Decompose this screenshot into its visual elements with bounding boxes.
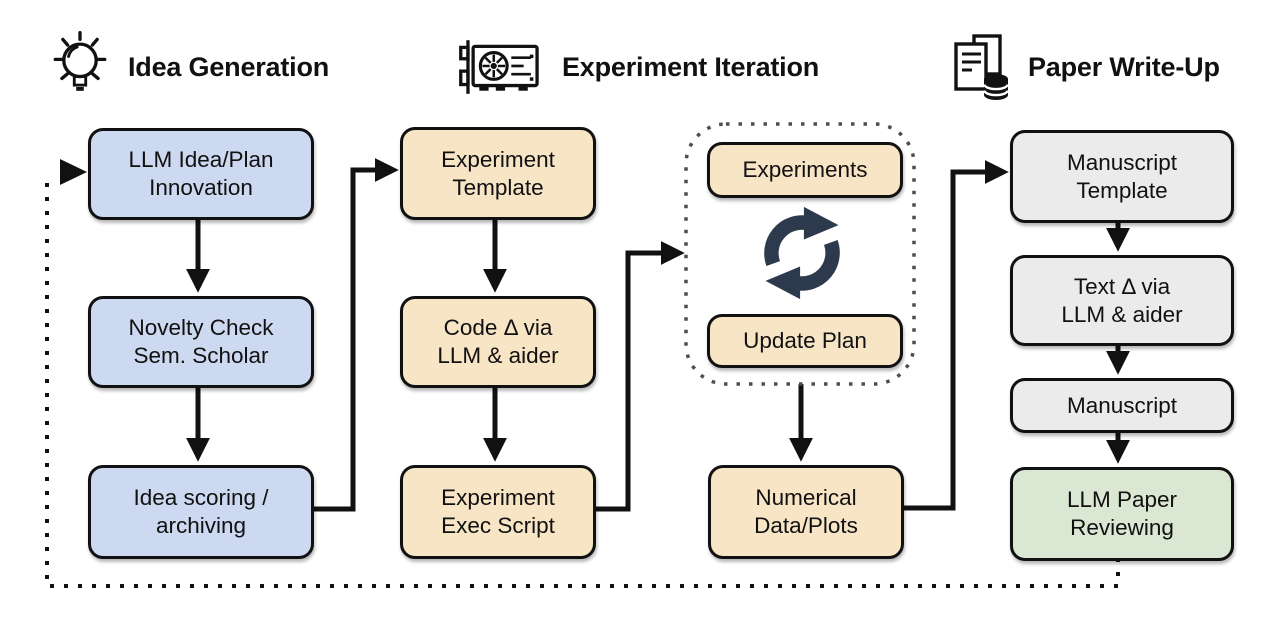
lightbulb-icon [48, 27, 112, 107]
box-manuscript-template: Manuscript Template [1010, 130, 1234, 223]
section-header-paper-write-up: Paper Write-Up [950, 28, 1220, 106]
box-update-plan: Update Plan [707, 314, 903, 368]
box-llm-paper-reviewing: LLM Paper Reviewing [1010, 467, 1234, 561]
section-title: Experiment Iteration [562, 51, 820, 82]
section-title: Paper Write-Up [1028, 51, 1220, 82]
section-header-experiment-iteration: Experiment Iteration [458, 28, 819, 106]
iteration-loop-container [684, 122, 916, 386]
section-header-idea-generation: Idea Generation [48, 28, 329, 106]
cycle-icon [754, 205, 850, 301]
paper-stack-icon [950, 30, 1012, 104]
box-idea-scoring-archiving: Idea scoring / archiving [88, 465, 314, 559]
section-title: Idea Generation [128, 51, 330, 82]
box-novelty-check-sem-scholar: Novelty Check Sem. Scholar [88, 296, 314, 388]
box-manuscript: Manuscript [1010, 378, 1234, 433]
box-numerical-data-plots: Numerical Data/Plots [708, 465, 904, 559]
box-text-delta-via-llm-aider: Text Δ via LLM & aider [1010, 255, 1234, 346]
box-experiment-template: Experiment Template [400, 127, 596, 220]
box-experiment-exec-script: Experiment Exec Script [400, 465, 596, 559]
gpu-icon [458, 34, 546, 100]
box-code-delta-via-llm-aider: Code Δ via LLM & aider [400, 296, 596, 388]
feedback-loop-line [45, 159, 1120, 588]
box-llm-idea-plan-innovation: LLM Idea/Plan Innovation [88, 128, 314, 220]
box-experiments: Experiments [707, 142, 903, 198]
